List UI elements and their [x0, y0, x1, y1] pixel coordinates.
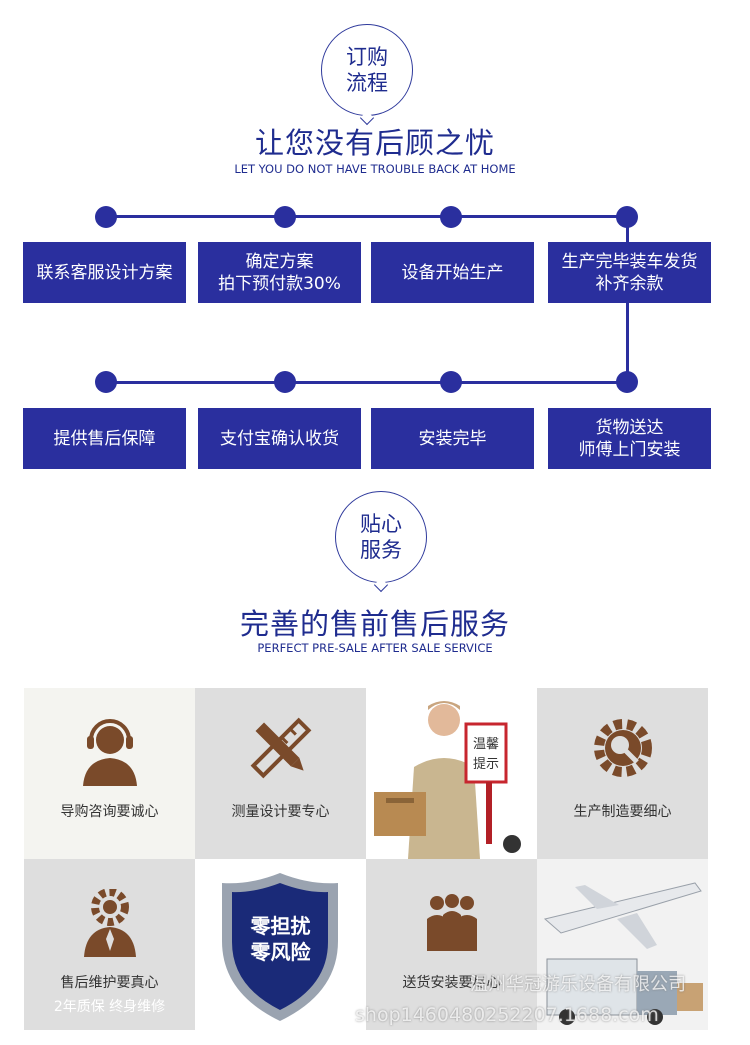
watermark-company: 温州华冠游乐设备有限公司	[470, 974, 686, 995]
flow-dot	[616, 206, 638, 228]
service-badge: 贴心 服务	[335, 491, 427, 583]
flow-dot	[616, 371, 638, 393]
flow-dot	[440, 206, 462, 228]
plane-truck-image	[537, 859, 708, 1030]
order-process-badge: 订购 流程	[321, 24, 413, 116]
note-line-2: 提示	[473, 756, 499, 772]
flow-dot	[274, 206, 296, 228]
people-group-icon	[426, 894, 477, 951]
flow-dot	[95, 371, 117, 393]
cell-maintenance-warranty: 2年质保 终身维修	[53, 999, 166, 1015]
step-installed: 安装完毕	[371, 408, 534, 469]
step-after-sale: 提供售后保障	[23, 408, 186, 469]
cell-logistics-photo	[537, 859, 708, 1030]
order-title: 让您没有后顾之忧	[254, 126, 495, 160]
gear-person-icon	[83, 889, 136, 957]
cell-production: 生产制造要细心	[537, 688, 708, 859]
watermark-shop-url: shop1460480252207.1688.com	[355, 1004, 659, 1026]
step-delivered: 货物送达 师傅上门安装	[548, 408, 711, 469]
flow-line-top	[106, 215, 628, 218]
service-grid: 导购咨询要诚心 测量设计要专心 温馨 提示	[24, 688, 710, 1030]
delivery-man-image: 温馨 提示	[374, 701, 521, 859]
step-contact-service: 联系客服设计方案	[23, 242, 186, 303]
shield-icon	[222, 873, 338, 1021]
step-start-production: 设备开始生产	[371, 242, 534, 303]
cell-measure-label: 测量设计要专心	[231, 804, 330, 820]
cell-consult-label: 导购咨询要诚心	[60, 804, 159, 820]
flow-dot	[95, 206, 117, 228]
cell-measure: 测量设计要专心	[195, 688, 366, 859]
step-ship-goods: 生产完毕装车发货 补齐余款	[548, 242, 711, 303]
cell-install-label: 送货安装要尽心	[402, 975, 501, 991]
service-badge-text: 贴心 服务	[360, 512, 402, 562]
flow-line-bottom	[106, 381, 628, 384]
cell-maintenance: 售后维护要真心 2年质保 终身维修	[24, 859, 195, 1030]
cell-consult: 导购咨询要诚心	[24, 688, 195, 859]
step-confirm-plan: 确定方案 拍下预付款30%	[198, 242, 361, 303]
cell-maintenance-label: 售后维护要真心	[60, 975, 159, 991]
headset-agent-icon	[82, 719, 137, 786]
service-subtitle: PERFECT PRE-SALE AFTER SALE SERVICE	[257, 641, 493, 655]
flow-dot	[274, 371, 296, 393]
cell-production-label: 生产制造要细心	[573, 804, 672, 820]
cell-zero-risk: 零担扰 零风险	[195, 859, 366, 1030]
order-subtitle: LET YOU DO NOT HAVE TROUBLE BACK AT HOME	[234, 162, 516, 176]
service-title: 完善的售前售后服务	[239, 607, 510, 641]
cell-install: 送货安装要尽心	[366, 859, 537, 1030]
order-process-badge-text: 订购 流程	[346, 45, 388, 95]
flow-dot	[440, 371, 462, 393]
ruler-pencil-icon	[250, 717, 311, 779]
note-line-1: 温馨	[473, 736, 499, 752]
gear-magnifier-icon	[593, 719, 652, 777]
shield-text: 零担扰 零风险	[250, 914, 311, 964]
step-confirm-receipt: 支付宝确认收货	[198, 408, 361, 469]
cell-delivery-man-photo: 温馨 提示	[366, 688, 537, 859]
